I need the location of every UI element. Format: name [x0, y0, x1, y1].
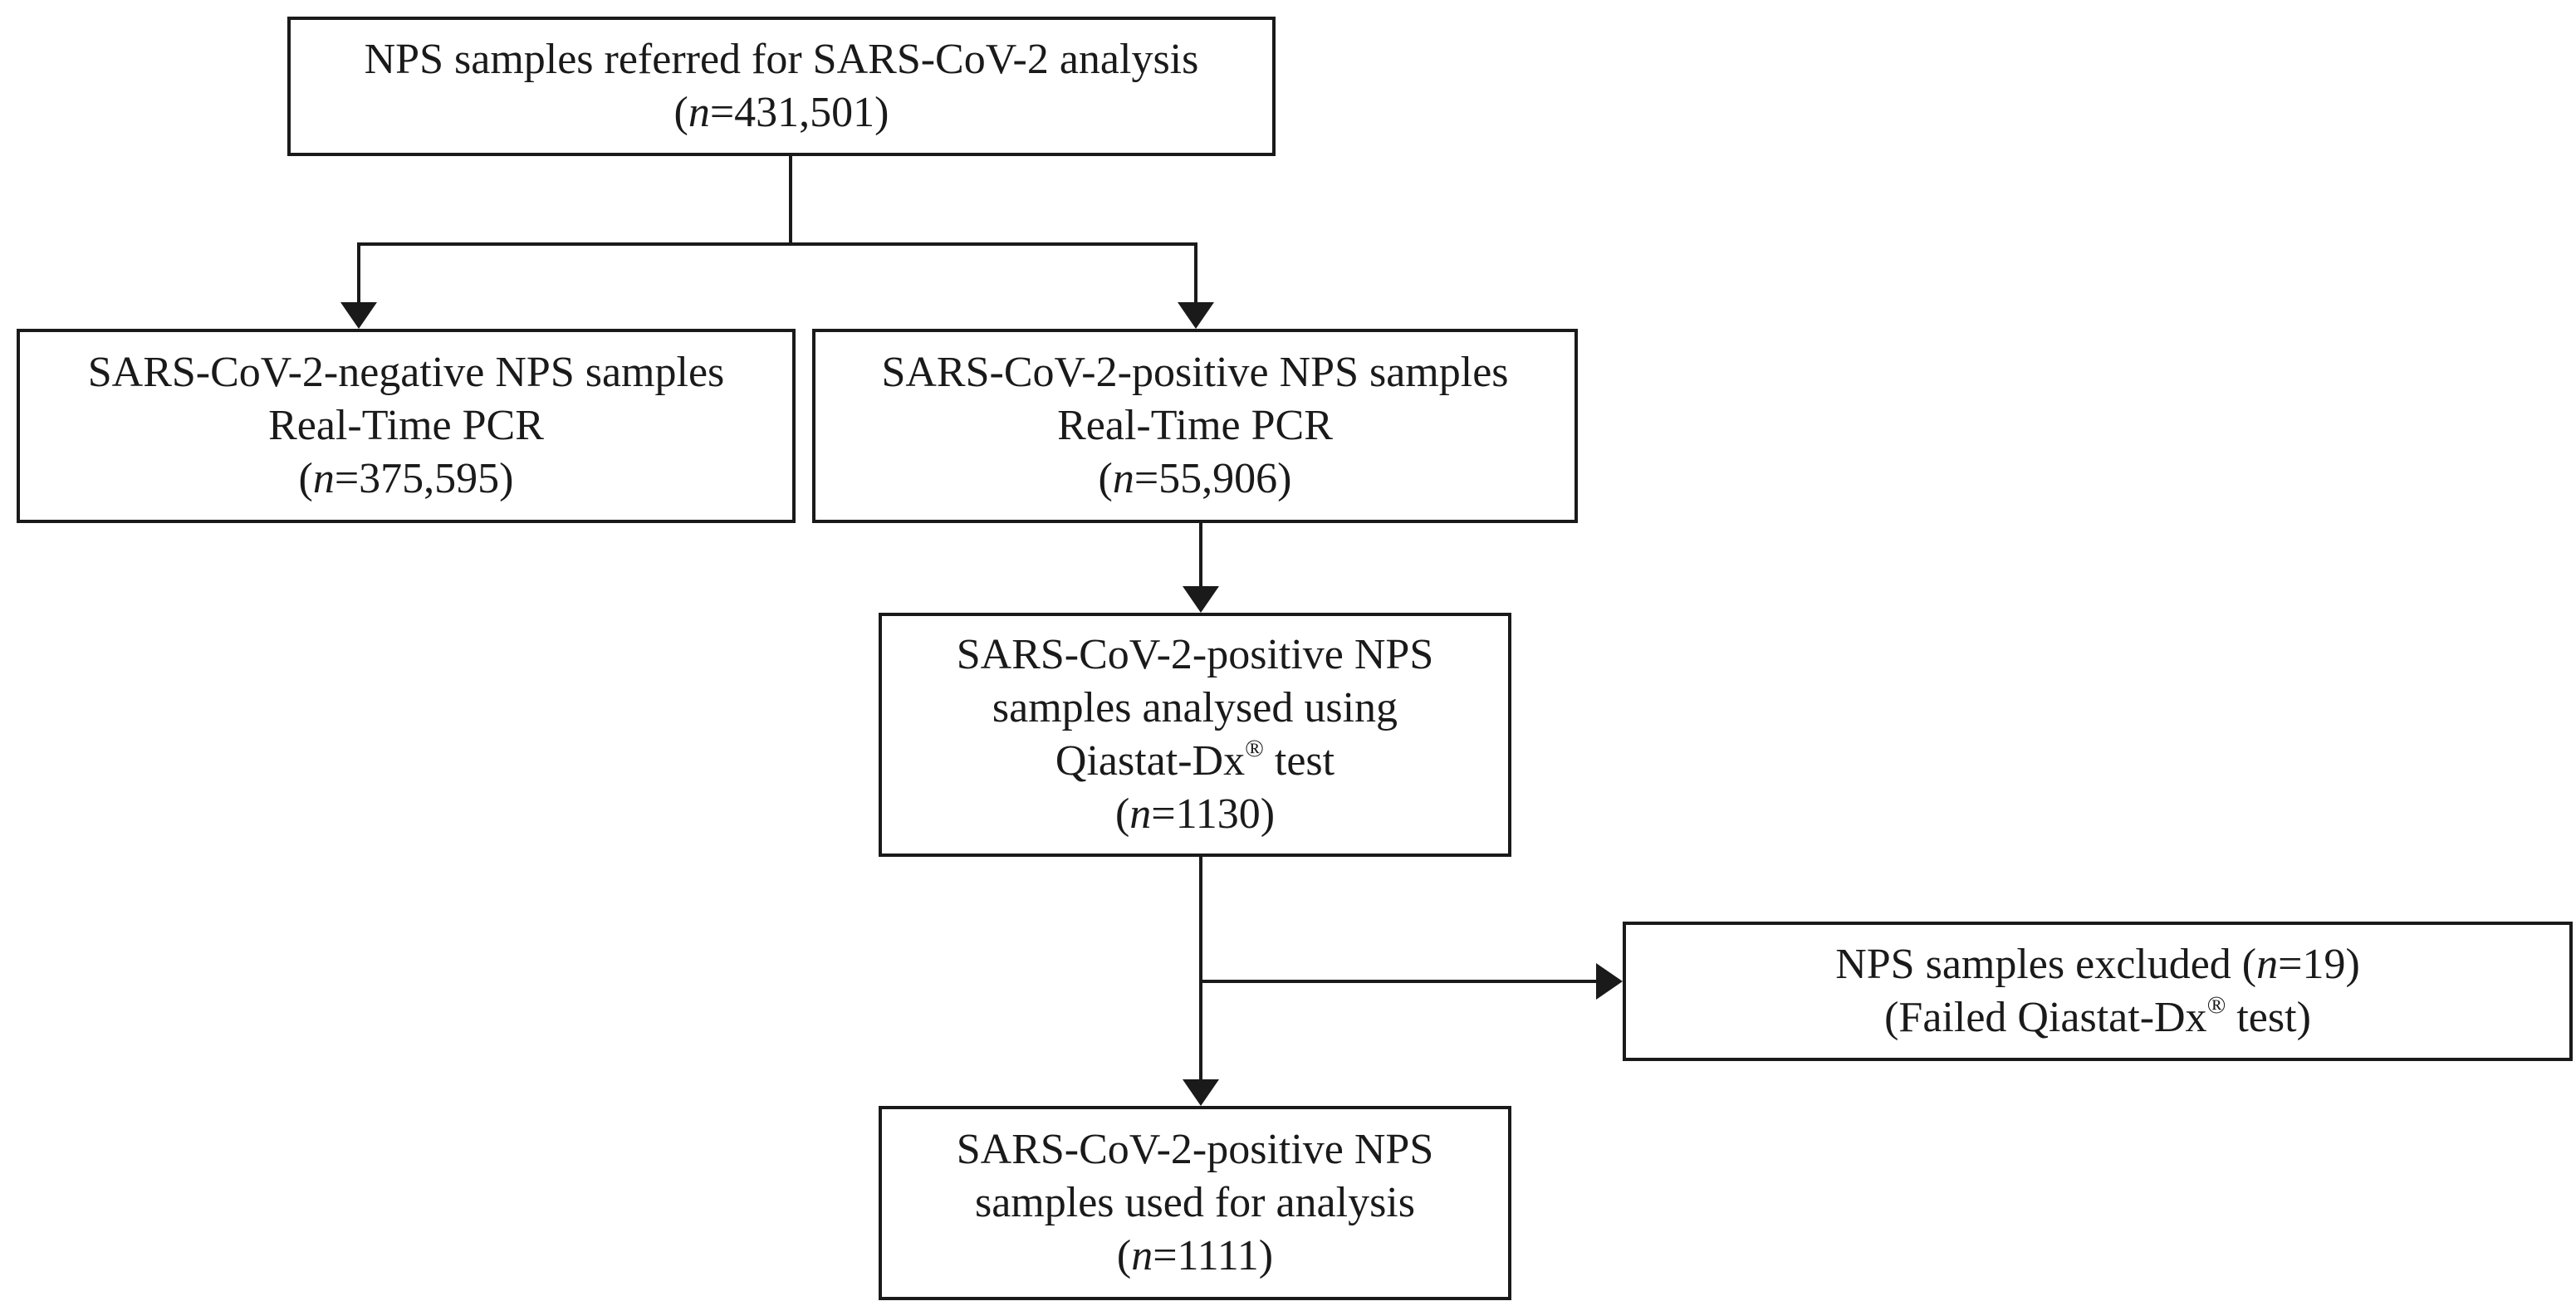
box-final-count: (n=1111) — [1116, 1232, 1274, 1279]
box-positive-method: Real-Time PCR — [1057, 402, 1333, 449]
box-qiastat-line2: samples analysed using — [992, 684, 1398, 731]
box-negative-title: SARS-CoV-2-negative NPS samples — [87, 349, 725, 396]
n-symbol: n — [312, 455, 335, 502]
box-negative-count: (n=375,595) — [298, 455, 514, 502]
registered-mark: ® — [1245, 735, 1264, 762]
count-value: =375,595) — [334, 455, 514, 502]
test-suffix: test — [1263, 737, 1335, 785]
box-final-line2: samples used for analysis — [974, 1179, 1415, 1226]
count-value: =1111) — [1153, 1232, 1274, 1279]
box-final-samples: SARS-CoV-2-positive NPS samples used for… — [879, 1106, 1511, 1300]
n-symbol: n — [1131, 1232, 1153, 1279]
excluded-reason-suffix: test) — [2226, 994, 2311, 1041]
n-symbol: n — [2256, 941, 2279, 988]
excluded-reason: (Failed Qiastat-Dx — [1884, 994, 2207, 1041]
box-negative-method: Real-Time PCR — [268, 402, 544, 449]
box-excluded-line1: NPS samples excluded (n=19) — [1835, 938, 2360, 991]
box-excluded-line2: (Failed Qiastat-Dx® test) — [1884, 991, 2311, 1044]
box-positive-samples: SARS-CoV-2-positive NPS samples Real-Tim… — [812, 329, 1578, 523]
n-symbol: n — [1129, 790, 1152, 838]
arrowhead-icon — [1178, 302, 1214, 329]
box-excluded-samples: NPS samples excluded (n=19) (Failed Qias… — [1623, 922, 2573, 1061]
n-symbol: n — [688, 89, 710, 136]
box-qiastat-line3: Qiastat-Dx® test — [1055, 735, 1335, 788]
arrowhead-icon — [1183, 586, 1219, 613]
n-symbol: n — [1112, 455, 1134, 502]
box-final-line1: SARS-CoV-2-positive NPS — [956, 1126, 1434, 1173]
box-negative-samples: SARS-CoV-2-negative NPS samples Real-Tim… — [17, 329, 796, 523]
box-qiastat-line1: SARS-CoV-2-positive NPS — [956, 631, 1434, 678]
test-name: Qiastat-Dx — [1055, 737, 1246, 785]
registered-mark: ® — [2206, 991, 2226, 1019]
box-qiastat-count: (n=1130) — [1114, 790, 1276, 838]
box-positive-title: SARS-CoV-2-positive NPS samples — [881, 349, 1509, 396]
excluded-label: NPS samples excluded ( — [1835, 941, 2257, 988]
count-value: =19) — [2278, 941, 2360, 988]
arrowhead-icon — [1183, 1079, 1219, 1106]
arrowhead-icon — [340, 302, 377, 329]
box-total-count: (n=431,501) — [673, 89, 889, 136]
count-value: =431,501) — [709, 89, 889, 136]
count-value: =55,906) — [1134, 455, 1292, 502]
box-positive-count: (n=55,906) — [1098, 455, 1292, 502]
arrowhead-icon — [1596, 963, 1623, 1000]
count-value: =1130) — [1151, 790, 1276, 838]
box-total-samples: NPS samples referred for SARS-CoV-2 anal… — [287, 17, 1276, 156]
box-qiastat-analysed: SARS-CoV-2-positive NPS samples analysed… — [879, 613, 1511, 857]
box-total-title: NPS samples referred for SARS-CoV-2 anal… — [364, 36, 1199, 83]
